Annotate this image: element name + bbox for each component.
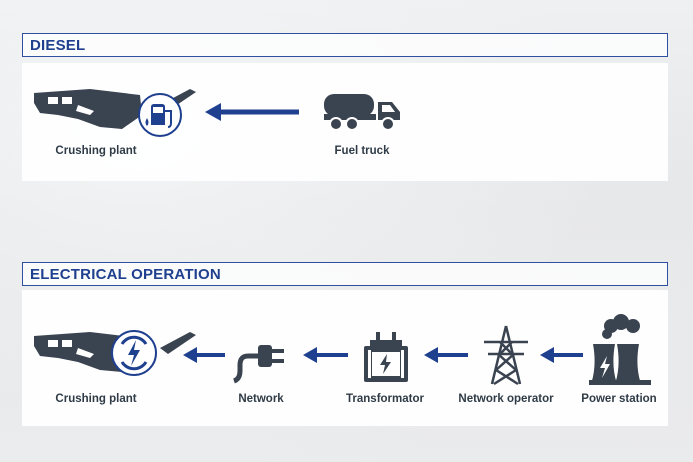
- network-label: Network: [238, 393, 284, 405]
- plug-icon: [233, 345, 284, 384]
- diesel-header: DIESEL: [22, 33, 668, 57]
- network-operator-label: Network operator: [458, 393, 554, 405]
- crusher-fuel-icon: [34, 89, 196, 137]
- diesel-arrow-icon: [205, 103, 299, 121]
- fuel-truck-label: Fuel truck: [334, 145, 390, 157]
- transformator-label: Transformator: [346, 393, 424, 405]
- electrical-arrow-3-icon: [424, 347, 468, 363]
- power-station-label: Power station: [581, 393, 657, 405]
- transformer-icon: [364, 332, 408, 382]
- electrical-crushing-plant-label: Crushing plant: [55, 393, 137, 405]
- electrical-header: ELECTRICAL OPERATION: [22, 262, 668, 286]
- electrical-arrow-4-icon: [540, 347, 583, 363]
- pylon-icon: [484, 325, 528, 386]
- truck-icon: [324, 94, 400, 131]
- diesel-crushing-plant-label: Crushing plant: [55, 145, 137, 157]
- electrical-title: ELECTRICAL OPERATION: [30, 266, 221, 283]
- electrical-arrow-2-icon: [303, 347, 348, 363]
- electrical-arrow-1-icon: [183, 347, 225, 363]
- power-station-icon: [589, 314, 651, 385]
- crusher-electric-icon: [34, 330, 196, 376]
- diesel-title: DIESEL: [30, 37, 86, 54]
